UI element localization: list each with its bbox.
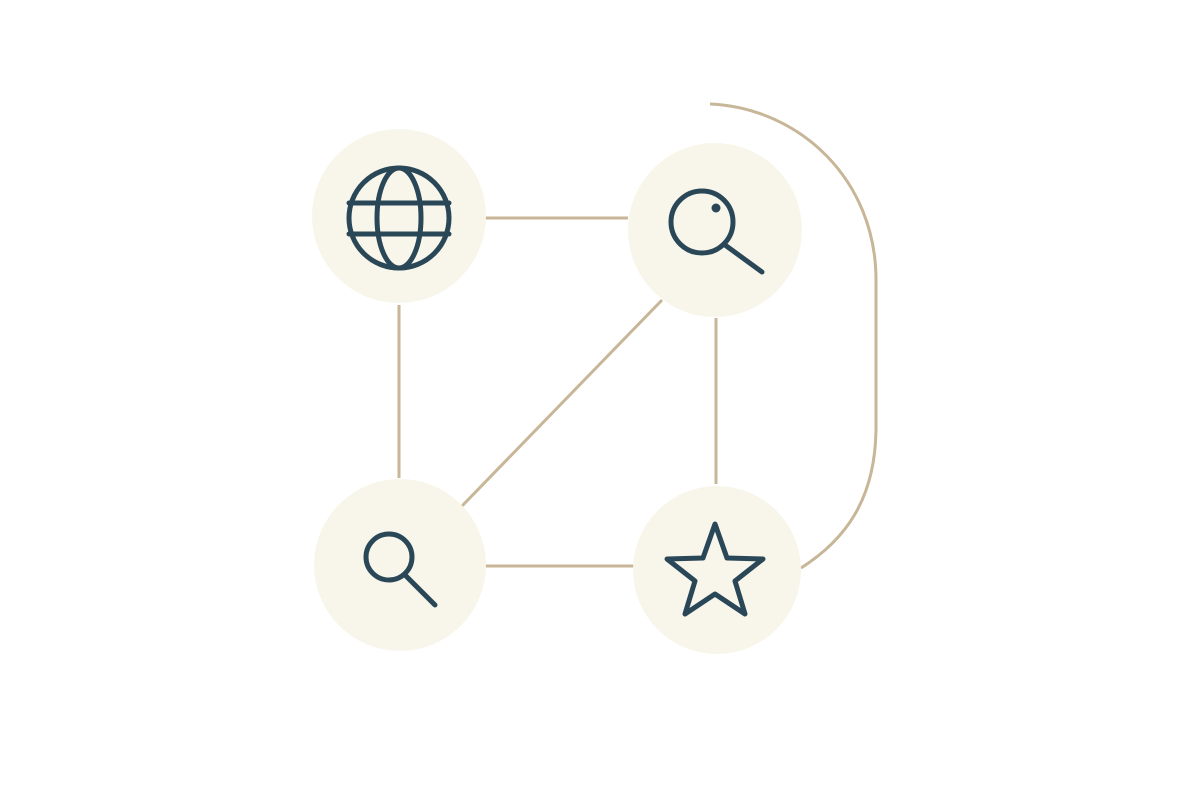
node-top-right [628, 143, 802, 317]
star-icon [664, 521, 766, 617]
node-circle [314, 479, 486, 651]
node-bottom-right [633, 486, 801, 654]
search-icon [363, 531, 438, 608]
node-bottom-left [314, 479, 486, 651]
edges [397, 102, 878, 570]
node-circle [312, 129, 486, 303]
edge-bottom-right-to-top-right-curve [709, 102, 878, 570]
edge-bottom-left-to-top-right [460, 298, 664, 508]
node-top-left [312, 129, 486, 303]
node-circle [628, 143, 802, 317]
magnifier-icon [668, 188, 765, 275]
node-circle [633, 486, 801, 654]
globe-icon [346, 165, 452, 271]
